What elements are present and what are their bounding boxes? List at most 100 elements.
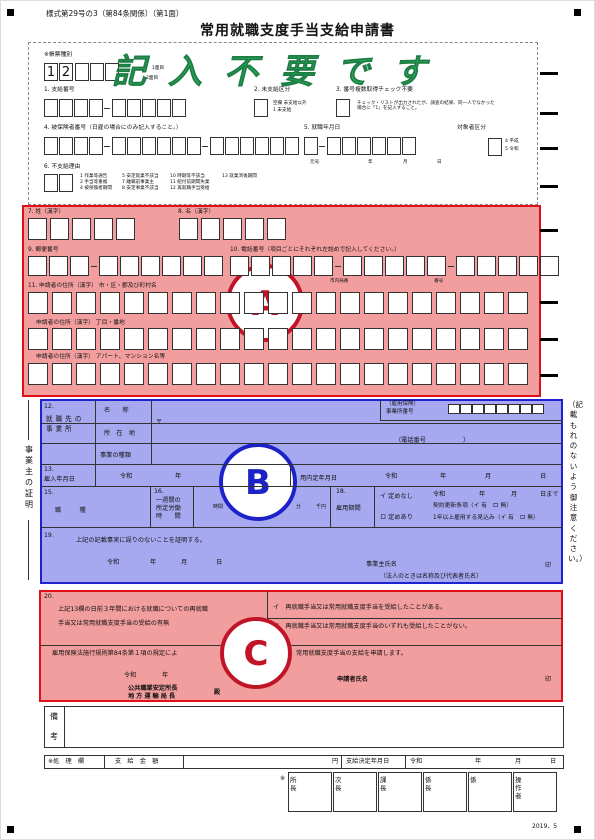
address-cell[interactable] <box>340 328 360 350</box>
received-option[interactable]: イ 再就職手当又は常用就職支度手当を受給したことがある。 <box>273 604 447 611</box>
address-cell[interactable] <box>316 292 336 314</box>
office-number-cell[interactable] <box>532 404 544 414</box>
address-cell[interactable] <box>436 328 456 350</box>
field-4-cell[interactable] <box>157 137 171 155</box>
address-cell[interactable] <box>364 292 384 314</box>
field-4-cell[interactable] <box>142 137 156 155</box>
address-cell[interactable] <box>220 363 240 385</box>
phone-number-cell[interactable] <box>314 256 333 276</box>
address-cell[interactable] <box>412 328 432 350</box>
address-cell[interactable] <box>268 292 288 314</box>
postal-code-cell[interactable] <box>183 256 202 276</box>
field-5-class-cell[interactable] <box>488 138 502 156</box>
form-type-cell[interactable] <box>90 63 104 81</box>
address-cell[interactable] <box>364 363 384 385</box>
address-cell[interactable] <box>76 292 96 314</box>
phone-number-cell[interactable] <box>293 256 312 276</box>
address-cell[interactable] <box>340 363 360 385</box>
given-name-cell[interactable] <box>223 218 242 240</box>
field-1-cell[interactable] <box>127 99 141 117</box>
phone-number-cell[interactable] <box>272 256 291 276</box>
address-cell[interactable] <box>292 292 312 314</box>
field-4-cell[interactable] <box>225 137 239 155</box>
field-4-cell[interactable] <box>270 137 284 155</box>
field-4-cell[interactable] <box>112 137 126 155</box>
address-cell[interactable] <box>388 328 408 350</box>
field-4-cell[interactable] <box>172 137 186 155</box>
address-cell[interactable] <box>244 363 264 385</box>
phone-number-cell[interactable] <box>540 256 559 276</box>
form-type-cell[interactable] <box>75 63 89 81</box>
address-cell[interactable] <box>124 363 144 385</box>
postal-code-cell[interactable] <box>99 256 118 276</box>
field-4-cell[interactable] <box>240 137 254 155</box>
approval-stamp-box[interactable] <box>378 772 422 812</box>
field-5-cell[interactable] <box>357 137 371 155</box>
field-5-cell[interactable] <box>402 137 416 155</box>
address-cell[interactable] <box>508 292 528 314</box>
office-number-cell[interactable] <box>472 404 484 414</box>
address-cell[interactable] <box>220 328 240 350</box>
address-cell[interactable] <box>436 363 456 385</box>
address-cell[interactable] <box>124 292 144 314</box>
field-1-cell[interactable] <box>74 99 88 117</box>
field-6-cell[interactable] <box>59 174 73 192</box>
office-number-cell[interactable] <box>448 404 460 414</box>
address-cell[interactable] <box>196 363 216 385</box>
address-cell[interactable] <box>340 292 360 314</box>
address-cell[interactable] <box>268 363 288 385</box>
phone-number-cell[interactable] <box>343 256 362 276</box>
field-2-cell[interactable] <box>254 99 268 117</box>
address-cell[interactable] <box>484 292 504 314</box>
family-name-cell[interactable] <box>72 218 91 240</box>
phone-number-cell[interactable] <box>385 256 404 276</box>
approval-stamp-box[interactable] <box>333 772 377 812</box>
office-number-cell[interactable] <box>460 404 472 414</box>
field-6-cell[interactable] <box>44 174 58 192</box>
family-name-cell[interactable] <box>28 218 47 240</box>
address-cell[interactable] <box>484 363 504 385</box>
address-cell[interactable] <box>148 328 168 350</box>
given-name-cell[interactable] <box>201 218 220 240</box>
form-type-cell[interactable] <box>105 63 119 81</box>
address-cell[interactable] <box>292 328 312 350</box>
address-cell[interactable] <box>52 292 72 314</box>
address-cell[interactable] <box>244 292 264 314</box>
office-number-cell[interactable] <box>496 404 508 414</box>
approval-stamp-box[interactable] <box>513 772 557 812</box>
address-cell[interactable] <box>172 363 192 385</box>
address-cell[interactable] <box>316 363 336 385</box>
postal-code-cell[interactable] <box>120 256 139 276</box>
field-5-cell[interactable] <box>327 137 341 155</box>
not-received-option[interactable]: ロ 再就職手当又は常用就職支度手当のいずれも受給したことがない。 <box>273 623 471 630</box>
field-4-cell[interactable] <box>285 137 299 155</box>
address-cell[interactable] <box>412 292 432 314</box>
field-4-cell[interactable] <box>255 137 269 155</box>
address-cell[interactable] <box>412 363 432 385</box>
phone-number-cell[interactable] <box>519 256 538 276</box>
field-4-cell[interactable] <box>210 137 224 155</box>
address-cell[interactable] <box>52 363 72 385</box>
phone-number-cell[interactable] <box>456 256 475 276</box>
family-name-cell[interactable] <box>50 218 69 240</box>
field-5-cell[interactable] <box>387 137 401 155</box>
address-cell[interactable] <box>508 363 528 385</box>
address-cell[interactable] <box>484 328 504 350</box>
field-5-cell[interactable] <box>342 137 356 155</box>
address-cell[interactable] <box>220 292 240 314</box>
phone-number-cell[interactable] <box>477 256 496 276</box>
address-cell[interactable] <box>172 328 192 350</box>
phone-number-cell[interactable] <box>427 256 446 276</box>
phone-number-cell[interactable] <box>230 256 249 276</box>
address-cell[interactable] <box>124 328 144 350</box>
field-3-cell[interactable] <box>336 99 350 117</box>
office-number-cell[interactable] <box>520 404 532 414</box>
address-cell[interactable] <box>508 328 528 350</box>
address-cell[interactable] <box>388 292 408 314</box>
field-1-cell[interactable] <box>157 99 171 117</box>
remarks-box[interactable] <box>44 706 564 748</box>
address-cell[interactable] <box>76 363 96 385</box>
address-cell[interactable] <box>148 292 168 314</box>
address-cell[interactable] <box>28 328 48 350</box>
address-cell[interactable] <box>460 363 480 385</box>
